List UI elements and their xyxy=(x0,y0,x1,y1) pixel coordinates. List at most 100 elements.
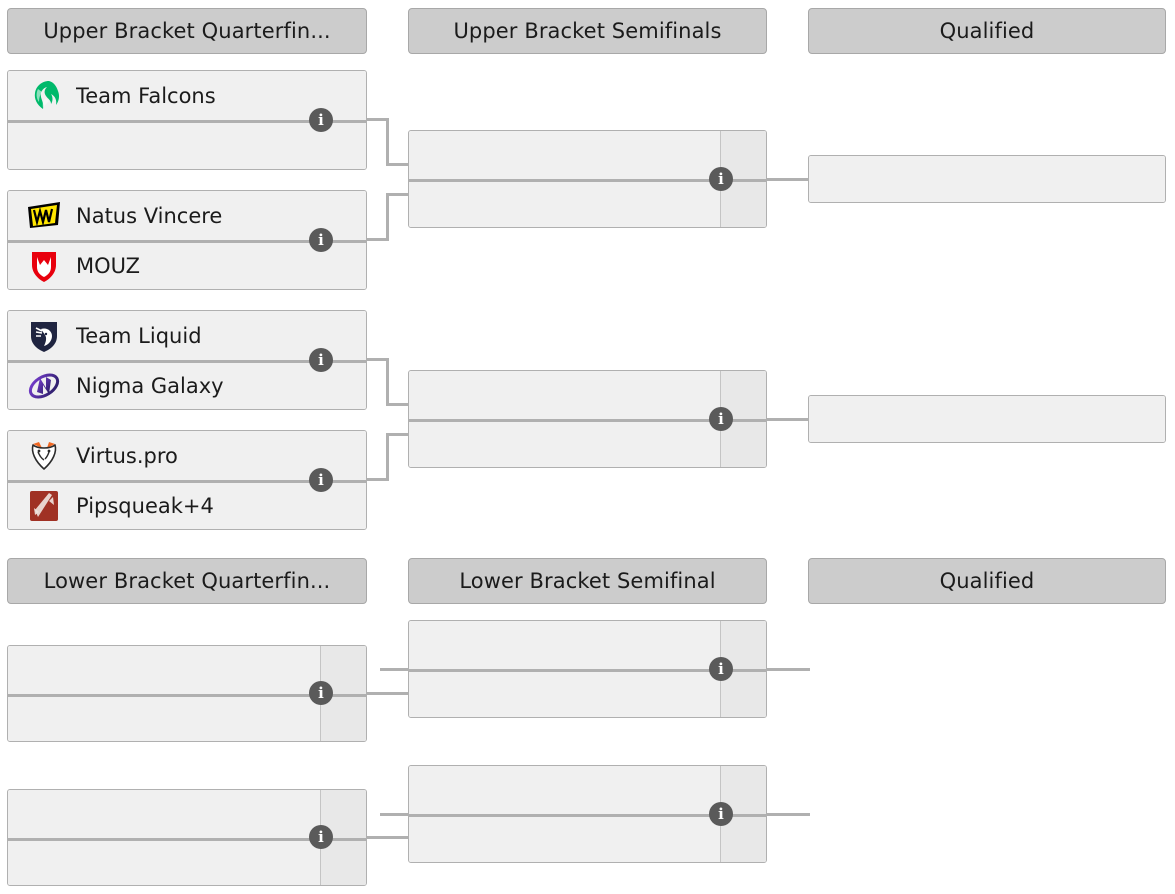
match-opponent-row[interactable]: Pipsqueak+4 xyxy=(8,480,366,529)
virtuspro-logo xyxy=(22,437,66,475)
opponent-main xyxy=(409,131,720,179)
team-name: Pipsqueak+4 xyxy=(76,494,214,518)
match-opponent-row[interactable] xyxy=(409,766,766,814)
bracket-connector xyxy=(767,668,810,671)
bracket-connector xyxy=(386,433,389,481)
match-info-icon[interactable]: i xyxy=(709,407,733,431)
bracket-connector xyxy=(386,118,389,166)
team-logo-placeholder xyxy=(423,771,467,809)
opponent-main xyxy=(409,672,720,717)
bracket-connector xyxy=(380,813,410,816)
match-score xyxy=(720,817,766,862)
opponent-main xyxy=(409,182,720,227)
match-opponent-row[interactable]: Team Falcons xyxy=(8,71,366,120)
match-info-icon[interactable]: i xyxy=(309,228,333,252)
opponent-main: MOUZ xyxy=(8,243,366,289)
match-opponent-row[interactable] xyxy=(8,790,366,838)
match-opponent-row[interactable] xyxy=(8,837,366,886)
match-opponent-row[interactable] xyxy=(409,371,766,419)
team-logo-placeholder xyxy=(423,821,467,859)
match-info-icon[interactable]: i xyxy=(309,108,333,132)
match-info-icon[interactable]: i xyxy=(309,681,333,705)
opponent-main xyxy=(8,123,366,169)
match-score xyxy=(720,131,766,179)
bracket-connector xyxy=(386,193,389,241)
match-opponent-row[interactable] xyxy=(8,693,366,742)
match-opponent-row[interactable] xyxy=(8,120,366,169)
opponent-main xyxy=(809,156,1165,202)
bracket-connector xyxy=(386,433,410,436)
bracket-connector xyxy=(767,178,810,181)
nigma-logo xyxy=(22,367,66,405)
match-score xyxy=(720,422,766,467)
match-info-icon[interactable]: i xyxy=(309,468,333,492)
match-opponent-row[interactable] xyxy=(809,156,1165,202)
bracket-connector xyxy=(367,692,410,695)
bracket-connector xyxy=(380,668,410,671)
opponent-main xyxy=(8,646,320,694)
opponent-main: Team Falcons xyxy=(8,71,366,120)
team-logo-placeholder xyxy=(22,651,66,689)
match-lbqf-2[interactable] xyxy=(7,789,367,886)
match-ubsf-2[interactable] xyxy=(408,370,767,468)
match-score xyxy=(720,672,766,717)
match-opponent-row[interactable]: Team Liquid xyxy=(8,311,366,360)
match-ubq-2[interactable] xyxy=(808,395,1166,443)
opponent-main xyxy=(8,697,320,742)
team-logo-placeholder xyxy=(423,136,467,174)
bracket-connector xyxy=(386,358,389,406)
team-name: Nigma Galaxy xyxy=(76,374,224,398)
opponent-main xyxy=(409,422,720,467)
team-name: Natus Vincere xyxy=(76,203,223,228)
opponent-main xyxy=(8,841,320,886)
team-logo-placeholder xyxy=(423,626,467,664)
match-score xyxy=(320,840,366,885)
match-opponent-row[interactable] xyxy=(409,621,766,669)
match-info-icon[interactable]: i xyxy=(709,167,733,191)
dota-logo xyxy=(22,487,66,525)
opponent-main xyxy=(409,371,720,419)
match-info-icon[interactable]: i xyxy=(709,802,733,826)
team-name: Virtus.pro xyxy=(76,443,178,468)
opponent-main: Team Liquid xyxy=(8,311,366,360)
match-opponent-row[interactable]: MOUZ xyxy=(8,240,366,289)
bracket-connector xyxy=(367,478,389,481)
match-opponent-row[interactable] xyxy=(409,131,766,179)
match-info-icon[interactable]: i xyxy=(309,825,333,849)
match-opponent-row[interactable]: Virtus.pro xyxy=(8,431,366,480)
team-logo-placeholder xyxy=(22,700,66,738)
navi-logo xyxy=(22,197,66,235)
match-opponent-row[interactable] xyxy=(409,179,766,227)
match-ubq-1[interactable] xyxy=(808,155,1166,203)
opponent-main xyxy=(409,817,720,862)
match-opponent-row[interactable] xyxy=(409,669,766,717)
round-header-ubq: Qualified xyxy=(808,8,1166,54)
round-header-lbsf: Lower Bracket Semifinal xyxy=(408,558,767,604)
match-opponent-row[interactable]: Natus Vincere xyxy=(8,191,366,240)
opponent-main: Natus Vincere xyxy=(8,191,366,240)
team-name: Team Liquid xyxy=(76,323,202,348)
match-opponent-row[interactable] xyxy=(409,419,766,467)
match-opponent-row[interactable]: Nigma Galaxy xyxy=(8,360,366,409)
match-opponent-row[interactable] xyxy=(809,396,1165,442)
match-lbsf-2[interactable] xyxy=(408,765,767,863)
match-info-icon[interactable]: i xyxy=(709,657,733,681)
team-logo-placeholder xyxy=(22,127,66,165)
round-header-label: Upper Bracket Quarterfin... xyxy=(43,19,331,43)
opponent-main xyxy=(8,790,320,838)
round-header-ubqf: Upper Bracket Quarterfin... xyxy=(7,8,367,54)
match-info-icon[interactable]: i xyxy=(309,348,333,372)
match-opponent-row[interactable] xyxy=(409,814,766,862)
match-ubqf-1[interactable]: Team Falcons xyxy=(7,70,367,170)
bracket-connector xyxy=(367,836,410,839)
match-ubsf-1[interactable] xyxy=(408,130,767,228)
bracket-connector xyxy=(367,118,389,121)
round-header-label: Qualified xyxy=(939,569,1035,593)
round-header-label: Qualified xyxy=(939,19,1035,43)
falcons-logo xyxy=(22,77,66,115)
team-logo-placeholder xyxy=(423,676,467,714)
match-lbsf-1[interactable] xyxy=(408,620,767,718)
